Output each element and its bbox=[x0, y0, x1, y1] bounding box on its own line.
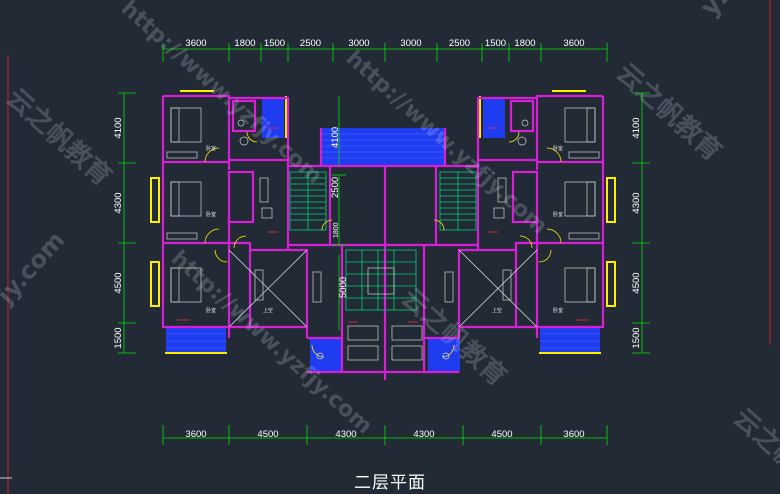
dimension-label: 1800 bbox=[514, 38, 535, 49]
inner-dimensions bbox=[332, 96, 346, 330]
watermark-dotcom: jy.com bbox=[0, 226, 70, 310]
bottom-dimension-labels: 3600 4500 4300 4300 4500 3600 bbox=[185, 429, 584, 440]
watermark-brand: 云之帆教育 bbox=[610, 57, 727, 167]
top-dimension-labels: 3600 1800 1500 2500 3000 3000 2500 1500 1800 3600 bbox=[185, 38, 584, 49]
walls bbox=[161, 94, 605, 380]
dimension-label: 2500 bbox=[449, 38, 470, 49]
watermarks: http://www.yzfjy.com http://www.yzfjy.co… bbox=[0, 0, 780, 477]
dimension-label: 4300 bbox=[113, 192, 124, 213]
top-dimension-line bbox=[162, 43, 608, 62]
room-label-bedroom: 卧室 bbox=[206, 211, 216, 218]
room-label-bedroom: 卧室 bbox=[553, 145, 563, 152]
dimension-label: 4300 bbox=[631, 192, 642, 213]
dimension-label: 1500 bbox=[113, 327, 124, 348]
inner-dim-stair-lower: 5000 bbox=[338, 277, 349, 298]
dimension-label: 3000 bbox=[400, 38, 421, 49]
dimension-label: 4500 bbox=[631, 272, 642, 293]
dimension-label: 3600 bbox=[185, 38, 206, 49]
construction-lines bbox=[228, 249, 538, 328]
watermark-short: yzfjy bbox=[695, 0, 764, 23]
room-label-void: 上空 bbox=[263, 307, 273, 314]
watermark-brand: 云之帆教育 bbox=[0, 82, 117, 192]
dimension-label: 4100 bbox=[631, 117, 642, 138]
dimension-label: 3600 bbox=[563, 38, 584, 49]
balcony-hatch bbox=[166, 98, 600, 372]
dimension-label: 1800 bbox=[234, 38, 255, 49]
inner-dim-upper: 4100 bbox=[330, 127, 341, 148]
room-label-bedroom: 卧室 bbox=[206, 307, 216, 314]
door-swings bbox=[204, 131, 562, 358]
dimension-label: 4500 bbox=[113, 272, 124, 293]
balcony-hatch-lines bbox=[166, 133, 600, 349]
left-dimension-labels: 4100 4300 4500 1500 bbox=[113, 117, 124, 348]
inner-dim-small: 1800 bbox=[333, 222, 340, 238]
page-title: 二层平面 bbox=[354, 473, 426, 493]
room-label-bedroom: 卧室 bbox=[206, 145, 216, 152]
side-dimension-lines bbox=[118, 92, 650, 354]
bottom-dimension-line bbox=[162, 425, 608, 445]
dimension-label: 3000 bbox=[348, 38, 369, 49]
dimension-label: 3600 bbox=[563, 429, 584, 440]
inner-dim-stair-upper: 2500 bbox=[330, 177, 341, 198]
dimension-label: 2500 bbox=[300, 38, 321, 49]
dimension-label: 3600 bbox=[185, 429, 206, 440]
furniture bbox=[166, 107, 600, 361]
dimension-label: 4100 bbox=[113, 117, 124, 138]
room-label-void: 上空 bbox=[492, 307, 502, 314]
dimension-label: 4500 bbox=[491, 429, 512, 440]
red-annotations bbox=[177, 127, 589, 323]
window-lines bbox=[150, 90, 616, 354]
room-label-bedroom: 卧室 bbox=[553, 307, 563, 314]
dimension-label: 1500 bbox=[631, 327, 642, 348]
dimension-label: 1500 bbox=[264, 38, 285, 49]
watermark-zh: 云之帆 bbox=[727, 402, 780, 477]
right-dimension-labels: 4100 4300 4500 1500 bbox=[631, 117, 642, 348]
dimension-label: 1500 bbox=[485, 38, 506, 49]
dimension-label: 4300 bbox=[413, 429, 434, 440]
room-label-bedroom: 卧室 bbox=[553, 211, 563, 218]
dimension-label: 4500 bbox=[257, 429, 278, 440]
watermark-url: http://www.yzfjy.com bbox=[116, 0, 327, 189]
dimension-label: 4300 bbox=[335, 429, 356, 440]
watermark-brand: 云之帆教育 bbox=[395, 282, 512, 392]
stairs bbox=[289, 171, 477, 231]
